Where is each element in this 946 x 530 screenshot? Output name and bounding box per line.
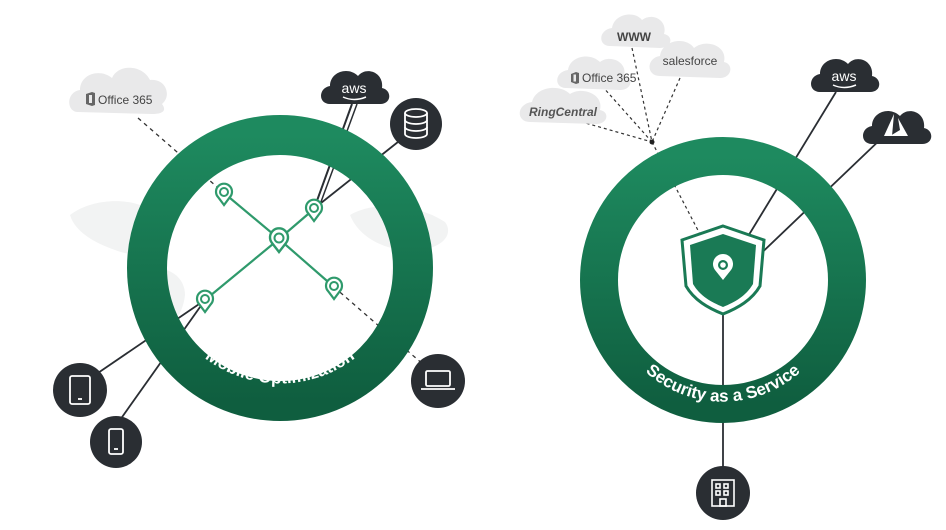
tablet-node [53,363,107,417]
office365-cloud-right: Office 365 [557,56,637,90]
aws-cloud-right: aws [811,59,880,92]
ringcentral-label: RingCentral [529,105,598,119]
right-diagram: Security as a Service WWW salesforce [519,14,932,520]
location-pin-icon [214,182,234,207]
location-pin-icon [324,276,344,301]
aws-label: aws [342,80,367,96]
office365-label-right: Office 365 [582,71,637,85]
salesforce-cloud: salesforce [649,41,731,78]
laptop-icon [421,370,455,390]
azure-cloud [863,111,932,144]
left-diagram: Mobile Optimization [53,67,465,468]
saas-hub-dot [649,139,655,145]
aws-label-right: aws [832,68,857,84]
azure-logo-icon [884,114,908,136]
office365-logo-icon [86,92,95,106]
database-node [390,98,442,150]
office365-label: Office 365 [98,93,153,107]
www-cloud: WWW [601,14,671,48]
security-service-ring [580,137,866,423]
shield-icon [680,224,766,316]
aws-smile-icon [832,84,857,89]
building-icon [711,479,735,507]
phone-node [90,416,142,468]
salesforce-label: salesforce [663,54,718,68]
location-pin-icon [268,227,290,254]
laptop-node [411,354,465,408]
location-pin-icon [713,254,733,280]
mobile-network-pins [195,182,344,314]
phone-icon [108,428,124,455]
ringcentral-cloud: RingCentral [519,87,607,124]
office365-cloud: Office 365 [69,67,167,114]
www-label: WWW [617,30,652,44]
mobile-optimization-ring [127,115,433,421]
tablet-icon [69,375,91,405]
aws-smile-icon [342,96,367,101]
location-pin-icon [304,198,324,223]
building-node [696,466,750,520]
database-icon [404,108,428,139]
aws-cloud: aws [321,71,390,104]
location-pin-icon [195,289,215,314]
office365-logo-icon [571,72,579,84]
